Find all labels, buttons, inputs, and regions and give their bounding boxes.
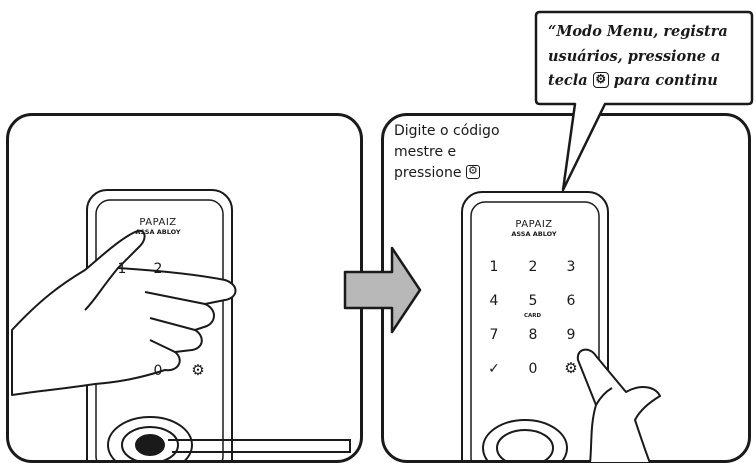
left-key-1: 1	[117, 261, 127, 277]
bubble-line-2: usuários, pressione a	[548, 47, 721, 65]
right-door-lock	[461, 191, 609, 463]
pointing-hand-icon	[576, 348, 661, 463]
brand-name: PAPAIZ	[515, 219, 553, 230]
gear-icon: ⚙	[564, 359, 578, 377]
key-7: 7	[489, 327, 499, 343]
left-key-2: 2	[153, 261, 163, 277]
arrow-right-icon	[343, 246, 422, 334]
card-label: CARD	[524, 313, 542, 319]
check-icon: ✓	[488, 361, 500, 377]
key-4: 4	[489, 293, 499, 309]
left-key-0: 0	[153, 363, 163, 379]
brand-subname: ASSA ABLOY	[135, 228, 181, 236]
bubble-line-3-start: tecla	[548, 72, 588, 89]
speech-bubble	[534, 10, 754, 192]
key-2: 2	[528, 259, 538, 275]
key-3: 3	[566, 259, 576, 275]
key-5: 5	[528, 293, 538, 309]
left-brand-logo: PAPAIZ ASSA ABLOY	[118, 217, 198, 236]
instruction-text: Digite o código mestre e pressione	[394, 121, 544, 184]
instruction-line-3: pressione	[394, 165, 462, 181]
gear-icon: ⚙	[191, 361, 205, 379]
key-8: 8	[528, 327, 538, 343]
key-6: 6	[566, 293, 576, 309]
key-0: 0	[528, 361, 538, 377]
brand-name: PAPAIZ	[139, 217, 177, 228]
gear-icon	[465, 163, 480, 179]
bubble-line-3-end: para continu	[613, 72, 718, 89]
right-brand-logo: PAPAIZ ASSA ABLOY	[494, 219, 574, 238]
key-1: 1	[489, 259, 499, 275]
brand-subname: ASSA ABLOY	[511, 230, 557, 238]
gear-icon	[592, 70, 609, 88]
key-9: 9	[566, 327, 576, 343]
instruction-line-2: mestre e	[394, 144, 457, 160]
instruction-line-1: Digite o código	[394, 123, 500, 139]
hand-icon	[11, 229, 237, 396]
speech-bubble-text: “Modo Menu, registra usuários, pressione…	[548, 20, 748, 94]
bubble-line-1: “Modo Menu, registra	[548, 23, 728, 40]
